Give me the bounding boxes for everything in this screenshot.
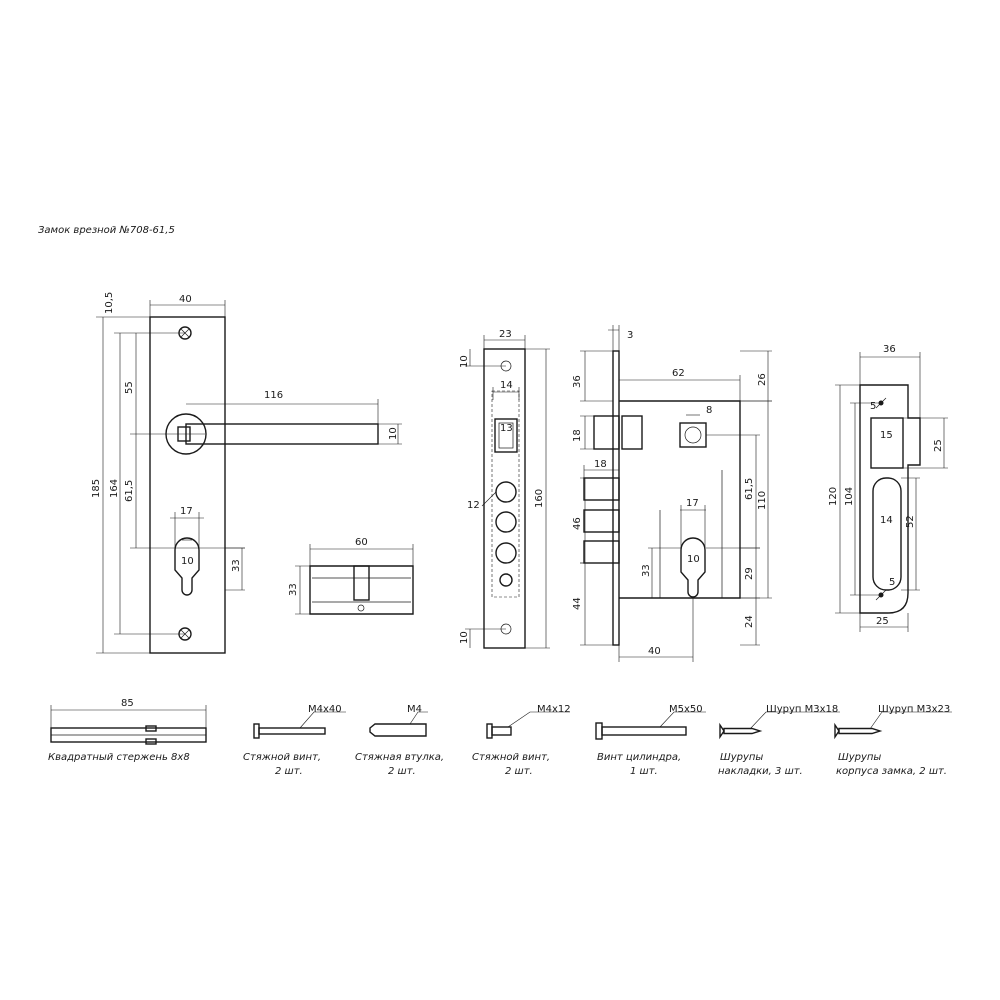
part-wood-screw-m3x18: Шуруп М3х18 Шурупы накладки, 3 шт. xyxy=(718,704,840,777)
handle-plate-view: 10,5 40 185 164 55 61,5 116 10 17 10 33 xyxy=(91,292,402,654)
dim-cylinder-height: 33 xyxy=(288,583,299,596)
dim-plate-backset: 61,5 xyxy=(124,480,135,502)
dim-handle-thickness: 10 xyxy=(388,427,399,440)
dim-body-latch-height: 18 xyxy=(572,429,583,442)
dim-faceplate-latch-inner: 13 xyxy=(500,423,513,434)
m4x12-label-2: 2 шт. xyxy=(505,766,533,777)
dim-cylinder-length: 60 xyxy=(355,537,368,548)
dim-plate-hole-span: 164 xyxy=(109,479,120,498)
dim-plate-upper-span: 55 xyxy=(124,381,135,394)
dim-body-right-low: 29 xyxy=(744,567,755,580)
m3x18-label-2: накладки, 3 шт. xyxy=(718,766,803,777)
dim-body-backset: 61,5 xyxy=(744,478,755,500)
dim-strike-bolt-width: 14 xyxy=(880,515,893,526)
part-binding-sleeve-m4: М4 Стяжная втулка, 2 шт. xyxy=(355,704,444,777)
dim-body-cyl-width: 17 xyxy=(686,498,699,509)
dim-body-thickness: 3 xyxy=(627,330,633,341)
dim-handle-length: 116 xyxy=(264,390,283,401)
faceplate-view: 23 10 14 13 12 160 10 xyxy=(459,329,550,649)
dim-faceplate-bottom: 10 xyxy=(459,631,470,644)
m3x23-label-1: Шурупы xyxy=(838,752,881,763)
dim-body-cyl-height: 33 xyxy=(641,564,652,577)
dim-plate-top-offset: 10,5 xyxy=(104,292,115,314)
dim-strike-bottom: 25 xyxy=(876,616,889,627)
dim-strike-screw-b: 5 xyxy=(889,577,895,588)
dim-body-cyl-hole: 10 xyxy=(687,554,700,565)
m5x50-label-2: 1 шт. xyxy=(630,766,658,777)
dim-body-top: 36 xyxy=(572,375,583,388)
part-wood-screw-m3x23: Шуруп М3х23 Шурупы корпуса замка, 2 шт. xyxy=(834,704,952,777)
m5x50-label-1: Винт цилиндра, xyxy=(597,752,681,763)
dim-body-bottom-right: 24 xyxy=(744,615,755,628)
tag-m4x12: М4х12 xyxy=(537,704,571,715)
m4x40-label-2: 2 шт. xyxy=(275,766,303,777)
part-cylinder-screw-m5x50: М5х50 Винт цилиндра, 1 шт. xyxy=(595,704,706,777)
dim-strike-height: 120 xyxy=(828,487,839,506)
m4-label-1: Стяжная втулка, xyxy=(355,752,444,763)
tag-m4x40: М4х40 xyxy=(308,704,342,715)
dim-body-spindle: 8 xyxy=(706,405,712,416)
dim-body-bolt-height: 46 xyxy=(572,517,583,530)
dim-strike-screw-a: 5 xyxy=(870,401,876,412)
dim-plate-width: 40 xyxy=(179,294,192,305)
strike-plate-view: 36 120 104 15 25 14 52 5 5 25 xyxy=(828,344,948,632)
dim-faceplate-height: 160 xyxy=(534,489,545,508)
spindle-label: Квадратный стержень 8х8 xyxy=(48,752,190,763)
part-binding-screw-m4x40: М4х40 Стяжной винт, 2 шт. xyxy=(243,704,346,777)
tag-m3x18: Шуруп М3х18 xyxy=(766,704,838,715)
m4-label-2: 2 шт. xyxy=(388,766,416,777)
dim-spindle-length: 85 xyxy=(121,698,134,709)
dim-strike-width: 36 xyxy=(883,344,896,355)
dim-body-backset-x: 40 xyxy=(648,646,661,657)
part-square-spindle: 85 Квадратный стержень 8х8 xyxy=(48,698,207,763)
dim-faceplate-bolt-dia: 12 xyxy=(467,500,480,511)
dim-strike-bolt-height: 52 xyxy=(905,515,916,528)
dim-strike-latch-width: 15 xyxy=(880,430,893,441)
m3x18-label-1: Шурупы xyxy=(720,752,763,763)
dim-body-top-right: 26 xyxy=(757,373,768,386)
dim-body-bolt-width: 18 xyxy=(594,459,607,470)
dim-faceplate-top: 10 xyxy=(459,355,470,368)
dim-plate-cyl-height: 33 xyxy=(231,559,242,572)
dim-faceplate-latch: 14 xyxy=(500,380,513,391)
dim-plate-height: 185 xyxy=(91,479,102,498)
dim-plate-cyl-width: 17 xyxy=(180,506,193,517)
dim-body-depth: 62 xyxy=(672,368,685,379)
tag-m4: М4 xyxy=(407,704,422,715)
tag-m5x50: М5х50 xyxy=(669,704,703,715)
dim-strike-latch-height: 25 xyxy=(933,439,944,452)
part-binding-screw-m4x12: М4х12 Стяжной винт, 2 шт. xyxy=(472,704,571,777)
m4x40-label-1: Стяжной винт, xyxy=(243,752,321,763)
drawing-title: Замок врезной №708-61,5 xyxy=(38,225,175,236)
dim-strike-hole-span: 104 xyxy=(844,487,855,506)
m3x23-label-2: корпуса замка, 2 шт. xyxy=(836,766,947,777)
dim-plate-cyl-hole: 10 xyxy=(181,556,194,567)
cylinder-view: 60 33 xyxy=(288,537,414,615)
lock-body-view: 3 36 62 26 8 18 18 61,5 110 46 17 33 10 … xyxy=(572,325,772,662)
m4x12-label-1: Стяжной винт, xyxy=(472,752,550,763)
dim-body-bottom: 44 xyxy=(572,597,583,610)
dim-body-height: 110 xyxy=(757,491,768,510)
dim-faceplate-width: 23 xyxy=(499,329,512,340)
tag-m3x23: Шуруп М3х23 xyxy=(878,704,950,715)
